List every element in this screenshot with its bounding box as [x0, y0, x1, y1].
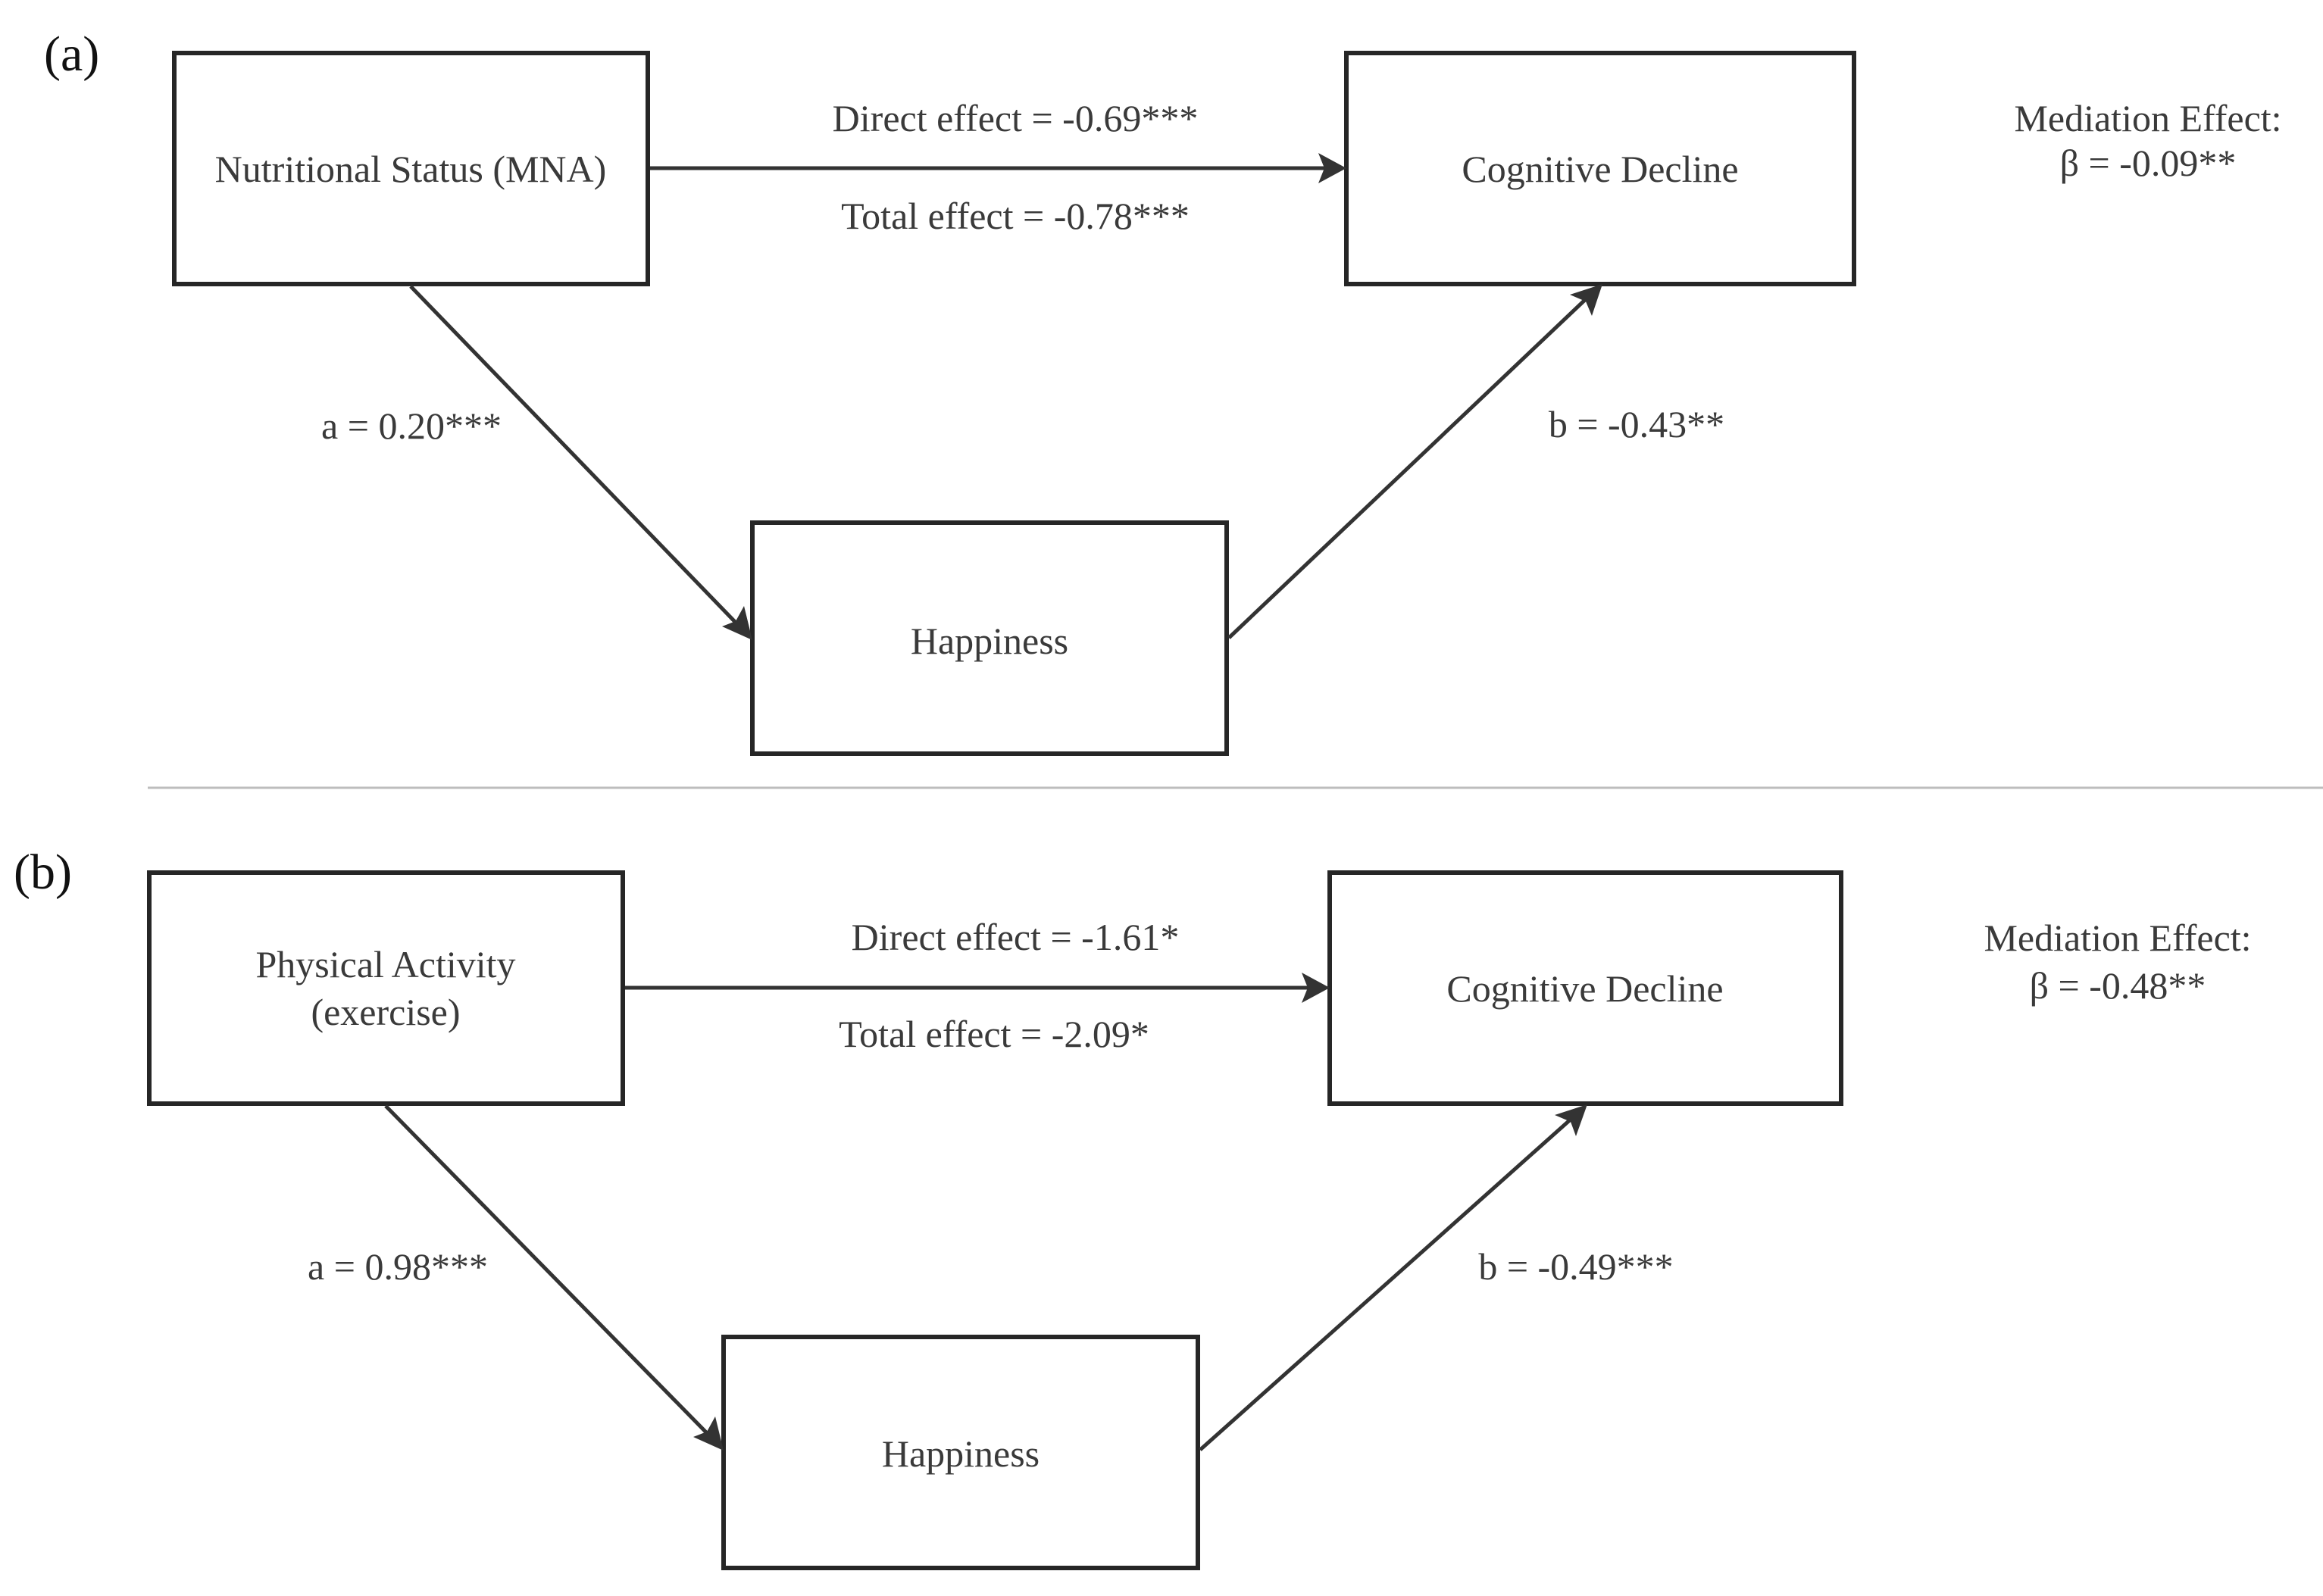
panel-b-outcome-box — [1327, 870, 1843, 1106]
panel-a-label: (a) — [44, 27, 99, 82]
panel-b-predictor-label-line-2: (exercise) — [311, 991, 460, 1033]
panel-b-mediator-label: Happiness — [882, 1432, 1040, 1475]
panel-a-outcome-box — [1344, 51, 1856, 286]
panel-b-predictor-label-line-1: Physical Activity — [255, 943, 515, 985]
panel-b-total-effect-label: Total effect = -2.09* — [839, 1013, 1149, 1055]
panel-b-predictor-box — [147, 870, 625, 1106]
panel-b-mediator-node: Happiness — [721, 1335, 1200, 1570]
panel-b-mediation-title: Mediation Effect: — [1984, 917, 2251, 959]
panel-b-mediator-box — [721, 1335, 1200, 1570]
panel-b-path-b-label: b = -0.49*** — [1478, 1245, 1673, 1288]
panel-a-path-b-label: b = -0.43** — [1549, 403, 1724, 445]
panel-a-direct-effect-label: Direct effect = -0.69*** — [833, 97, 1199, 139]
panel-a-direct-arrow — [650, 153, 1346, 183]
panel-a-path-b-arrowhead — [1570, 284, 1602, 316]
panel-b-path-a-label: a = 0.98*** — [308, 1245, 488, 1288]
panel-b-path-b-arrowhead — [1555, 1104, 1587, 1136]
panel-b-direct-effect-label: Direct effect = -1.61* — [852, 916, 1180, 958]
panel-a-outcome-label: Cognitive Decline — [1462, 148, 1738, 190]
panel-a-mediator-node: Happiness — [750, 520, 1229, 756]
panel-a-predictor-node: Nutritional Status (MNA) — [172, 51, 650, 286]
panel-a: (a) Nutritional Status (MNA) Cognitive D… — [44, 27, 2282, 756]
panel-a-direct-arrowhead — [1318, 153, 1346, 183]
panel-a-mediator-label: Happiness — [911, 620, 1068, 662]
panel-b-label: (b) — [14, 845, 72, 900]
panel-a-mediation-value: β = -0.09** — [2060, 142, 2237, 184]
panel-a-path-a-label: a = 0.20*** — [321, 404, 502, 447]
panel-b-outcome-node: Cognitive Decline — [1327, 870, 1843, 1106]
panel-a-path-b-arrow — [1227, 284, 1602, 639]
panel-b: (b) Physical Activity (exercise) Cogniti… — [14, 845, 2252, 1570]
panel-b-path-b-arrow — [1199, 1104, 1587, 1451]
panel-a-predictor-label: Nutritional Status (MNA) — [215, 148, 607, 190]
panel-a-mediator-box — [750, 520, 1229, 756]
panel-b-outcome-label: Cognitive Decline — [1446, 967, 1723, 1010]
panel-a-predictor-box — [172, 51, 650, 286]
panel-b-predictor-node: Physical Activity (exercise) — [147, 870, 625, 1106]
panel-a-outcome-node: Cognitive Decline — [1344, 51, 1856, 286]
panel-a-total-effect-label: Total effect = -0.78*** — [841, 195, 1190, 237]
panel-a-path-a-arrowhead — [722, 606, 752, 640]
panel-b-direct-arrowhead — [1302, 973, 1330, 1003]
panel-a-mediation-title: Mediation Effect: — [2014, 97, 2281, 139]
panel-b-direct-arrow — [625, 973, 1330, 1003]
panel-b-path-a-arrowhead — [693, 1416, 724, 1451]
panel-b-mediation-value: β = -0.48** — [2030, 964, 2206, 1007]
panel-b-path-a-arrow — [384, 1104, 724, 1451]
panel-a-path-a-arrow — [409, 285, 752, 640]
